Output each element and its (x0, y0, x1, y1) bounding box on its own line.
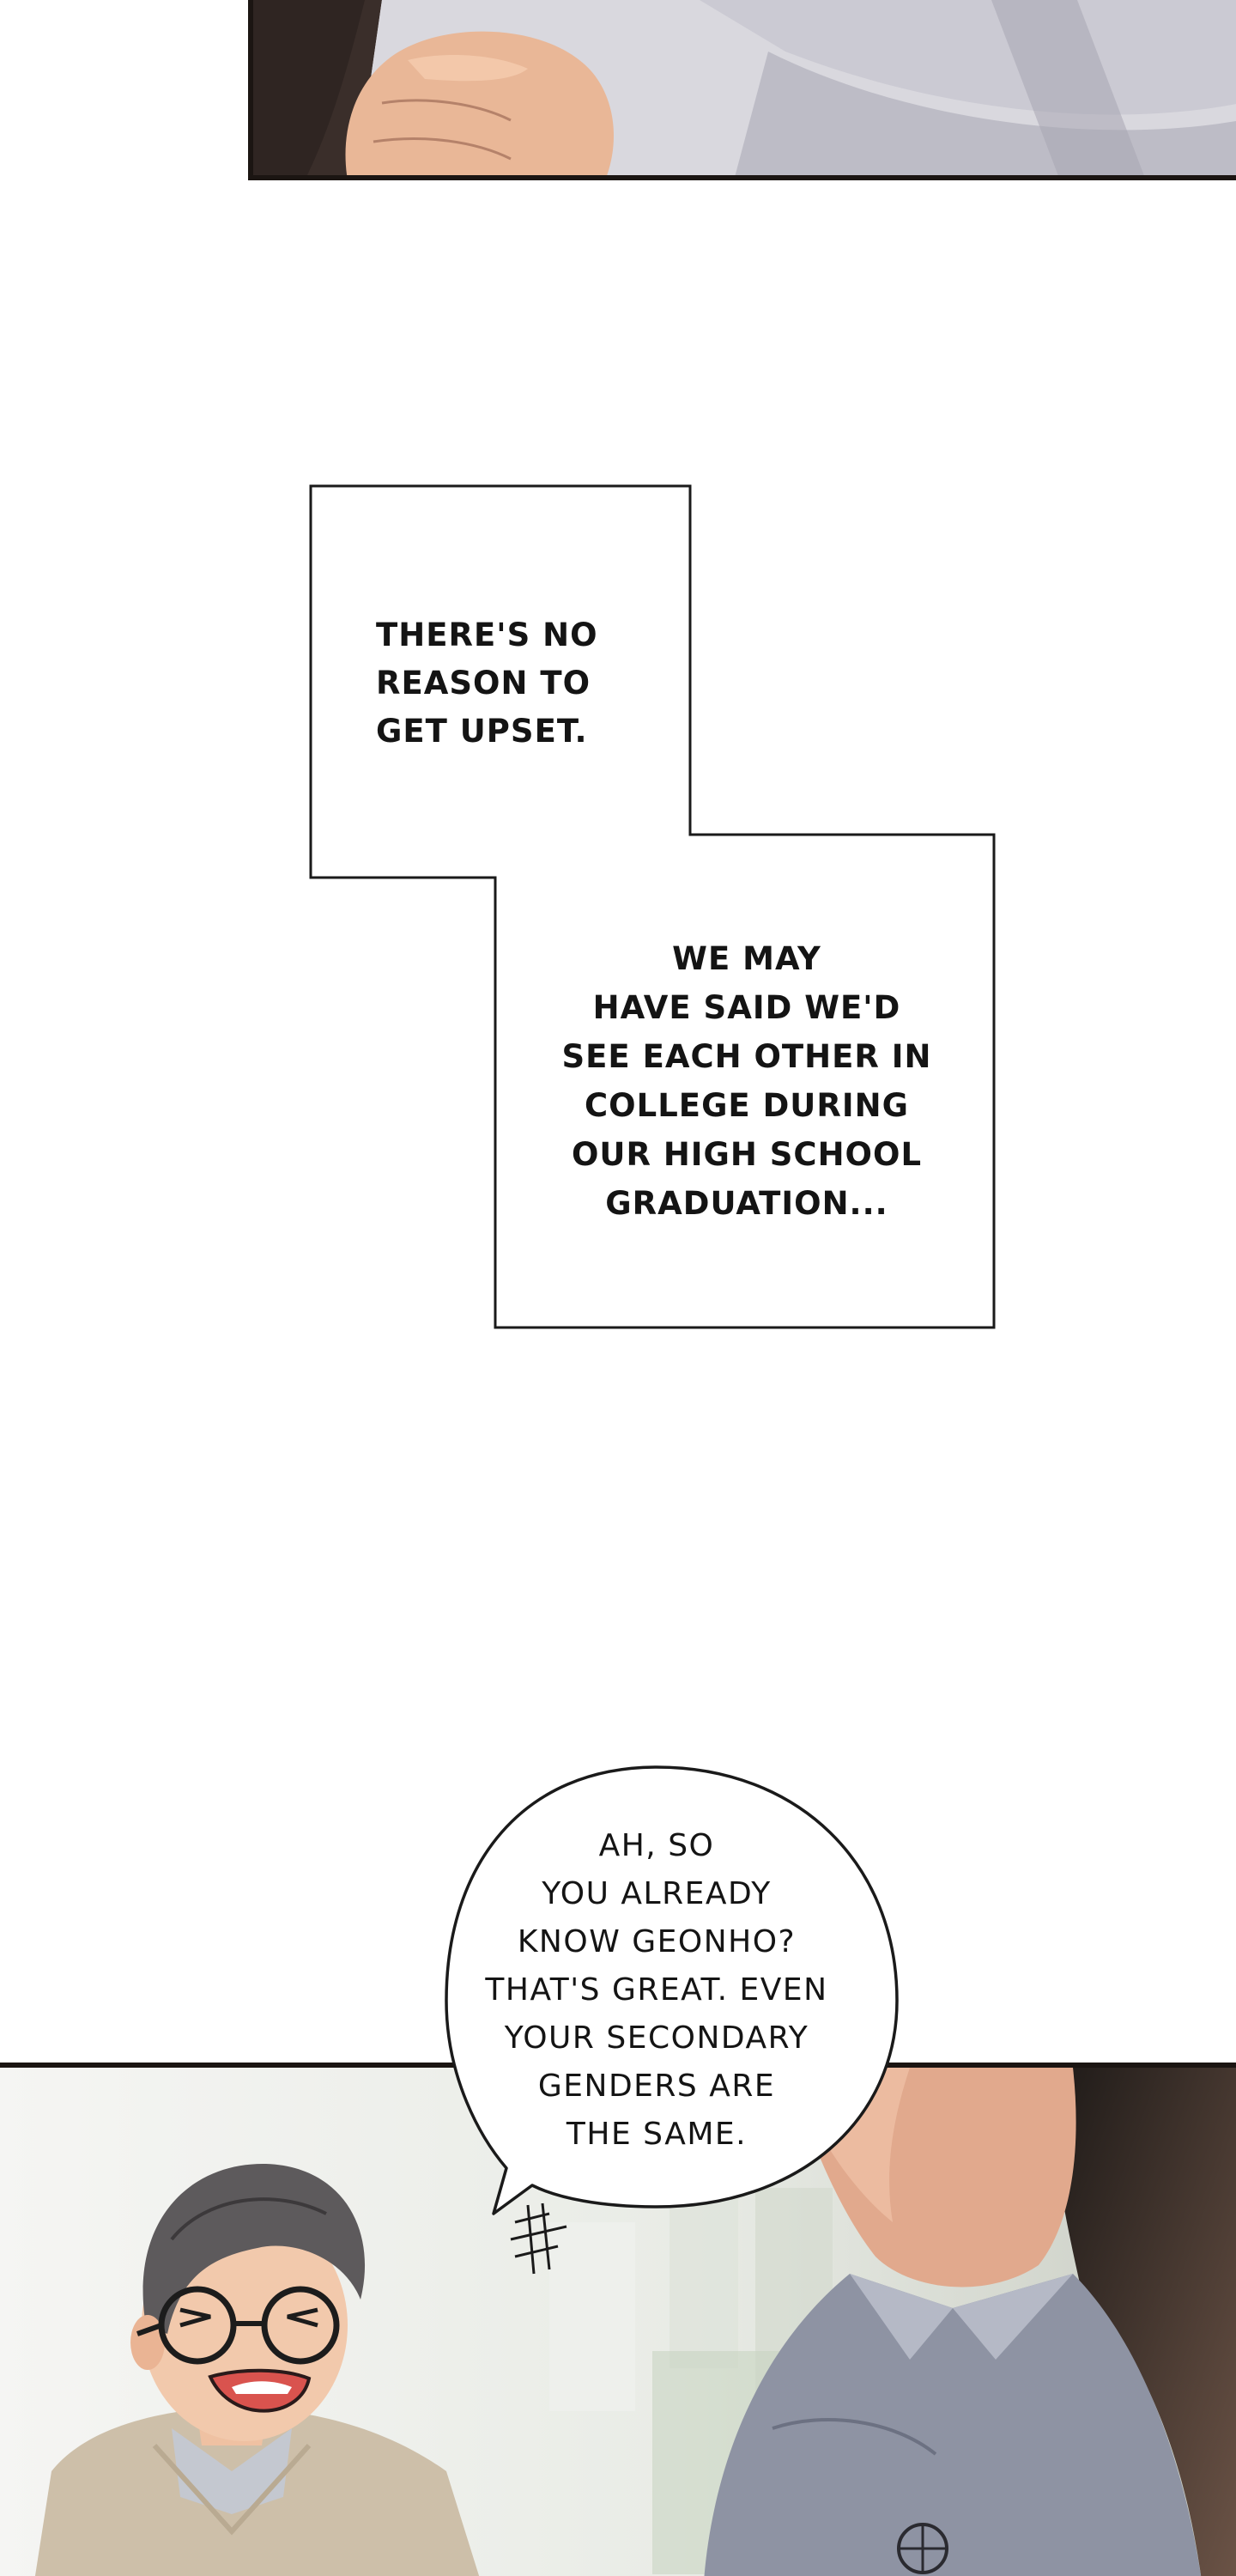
narration-caption-box (309, 484, 996, 1329)
speech-balloon (445, 1765, 899, 2215)
caption-text-2: WE MAY HAVE SAID WE'D SEE EACH OTHER IN … (561, 940, 932, 1222)
speech-balloon-text: AH, SO YOU ALREADY KNOW GEONHO? THAT'S G… (485, 1828, 828, 2152)
bottom-panel-illustration (0, 2063, 1236, 2576)
classroom-scene-art (0, 2068, 1236, 2576)
caption-text-1: THERE'S NO REASON TO GET UPSET. (376, 617, 598, 750)
surprise-marks (510, 2202, 567, 2275)
top-panel-illustration (248, 0, 1236, 180)
hand-on-jacket-art (253, 0, 1236, 175)
